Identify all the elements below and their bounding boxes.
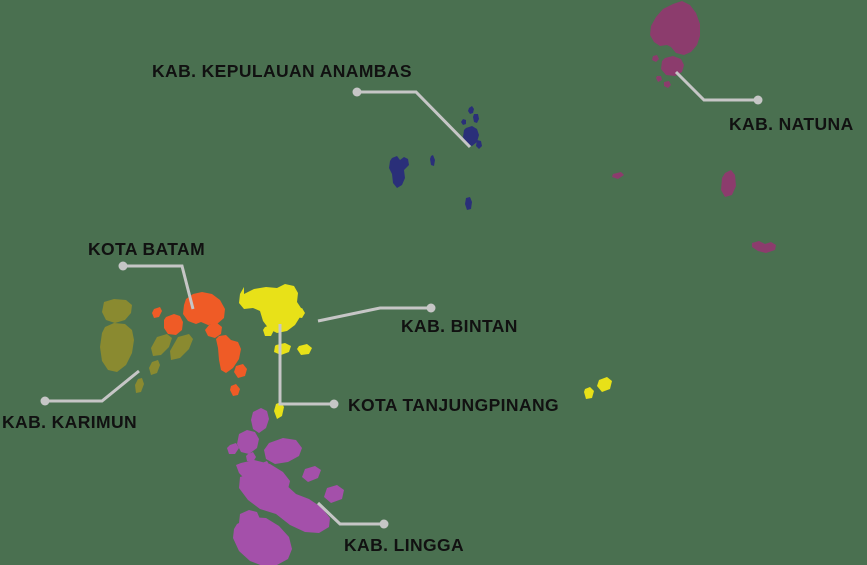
region-shape-anambas[interactable] bbox=[430, 155, 435, 166]
region-shape-batam[interactable] bbox=[205, 323, 222, 338]
leader-dot-tanjungpinang bbox=[329, 399, 339, 409]
region-karimun[interactable] bbox=[100, 299, 193, 393]
leader-line-batam bbox=[123, 264, 195, 310]
region-shape-tanjungpinang[interactable] bbox=[274, 402, 284, 419]
leader-line-bintan bbox=[317, 306, 431, 323]
region-shape-bintan[interactable] bbox=[263, 325, 274, 336]
region-shape-lingga[interactable] bbox=[233, 517, 292, 565]
region-anambas[interactable] bbox=[389, 106, 482, 210]
region-shape-karimun[interactable] bbox=[102, 299, 132, 323]
leader-dot-lingga bbox=[379, 519, 389, 529]
region-shape-natuna[interactable] bbox=[652, 55, 659, 62]
region-label-tanjungpinang[interactable]: KOTA TANJUNGPINANG bbox=[348, 395, 559, 415]
leader-dot-batam bbox=[118, 261, 128, 271]
region-label-karimun[interactable]: KAB. KARIMUN bbox=[2, 412, 137, 432]
region-shape-natuna[interactable] bbox=[664, 81, 671, 88]
region-shape-anambas[interactable] bbox=[476, 140, 482, 149]
region-shape-anambas[interactable] bbox=[465, 197, 472, 210]
region-shape-anambas[interactable] bbox=[389, 156, 409, 188]
region-shape-karimun[interactable] bbox=[100, 323, 134, 372]
region-shape-bintan[interactable] bbox=[274, 343, 291, 355]
region-shape-natuna[interactable] bbox=[612, 172, 624, 179]
region-shape-lingga[interactable] bbox=[246, 452, 256, 462]
region-label-batam[interactable]: KOTA BATAM bbox=[88, 239, 205, 259]
region-labels-layer: KAB. KEPULAUAN ANAMBAS KAB. NATUNA KOTA BA… bbox=[2, 61, 854, 555]
leader-line-tanjungpinang bbox=[278, 324, 334, 406]
region-shape-anambas[interactable] bbox=[463, 126, 479, 146]
leader-dot-natuna bbox=[753, 95, 763, 105]
region-shape-lingga[interactable] bbox=[264, 438, 302, 464]
leader-line-natuna bbox=[674, 70, 758, 102]
region-shape-bintan[interactable] bbox=[239, 284, 301, 333]
region-shape-natuna[interactable] bbox=[650, 1, 700, 55]
leader-dot-anambas bbox=[352, 87, 362, 97]
region-shape-bintan[interactable] bbox=[293, 308, 305, 318]
region-shape-batam[interactable] bbox=[152, 307, 162, 318]
leader-line-anambas bbox=[357, 90, 472, 149]
region-shape-natuna[interactable] bbox=[661, 56, 684, 76]
region-shape-lingga[interactable] bbox=[302, 466, 321, 482]
region-shape-bintan[interactable] bbox=[297, 344, 312, 355]
leader-dot-bintan bbox=[426, 303, 436, 313]
region-shape-karimun[interactable] bbox=[170, 334, 193, 360]
region-tanjungpinang[interactable] bbox=[274, 402, 284, 419]
region-shape-lingga[interactable] bbox=[291, 505, 319, 527]
region-shape-lingga[interactable] bbox=[237, 430, 259, 454]
region-shape-karimun[interactable] bbox=[149, 360, 160, 375]
region-shape-lingga[interactable] bbox=[251, 408, 269, 433]
leader-line-karimun bbox=[45, 369, 140, 403]
region-shape-natuna[interactable] bbox=[752, 241, 776, 253]
region-shape-bintan[interactable] bbox=[597, 377, 612, 392]
regions-layer bbox=[100, 1, 776, 565]
region-label-anambas[interactable]: KAB. KEPULAUAN ANAMBAS bbox=[152, 61, 412, 81]
region-shape-natuna[interactable] bbox=[721, 170, 736, 197]
region-shape-lingga[interactable] bbox=[227, 443, 239, 454]
region-shape-karimun[interactable] bbox=[151, 334, 172, 356]
region-shape-anambas[interactable] bbox=[461, 119, 466, 125]
region-shape-anambas[interactable] bbox=[468, 106, 474, 114]
region-shape-batam[interactable] bbox=[183, 292, 225, 325]
region-label-natuna[interactable]: KAB. NATUNA bbox=[729, 114, 854, 134]
region-batam[interactable] bbox=[152, 292, 247, 396]
region-bintan[interactable] bbox=[239, 284, 612, 399]
region-shape-karimun[interactable] bbox=[135, 378, 144, 393]
region-lingga[interactable] bbox=[227, 408, 344, 565]
region-shape-batam[interactable] bbox=[234, 364, 247, 378]
leader-line-lingga bbox=[316, 501, 384, 526]
region-shape-natuna[interactable] bbox=[656, 76, 662, 82]
region-natuna[interactable] bbox=[612, 1, 776, 253]
region-shape-batam[interactable] bbox=[216, 335, 241, 373]
leader-dot-karimun bbox=[40, 396, 50, 406]
region-shape-bintan[interactable] bbox=[584, 387, 594, 399]
region-shape-batam[interactable] bbox=[230, 384, 240, 396]
leader-lines-layer bbox=[40, 70, 763, 529]
region-label-bintan[interactable]: KAB. BINTAN bbox=[401, 316, 518, 336]
region-shape-anambas[interactable] bbox=[473, 114, 479, 123]
region-label-lingga[interactable]: KAB. LINGGA bbox=[344, 535, 464, 555]
region-shape-lingga[interactable] bbox=[324, 485, 344, 503]
region-shape-batam[interactable] bbox=[164, 314, 183, 335]
